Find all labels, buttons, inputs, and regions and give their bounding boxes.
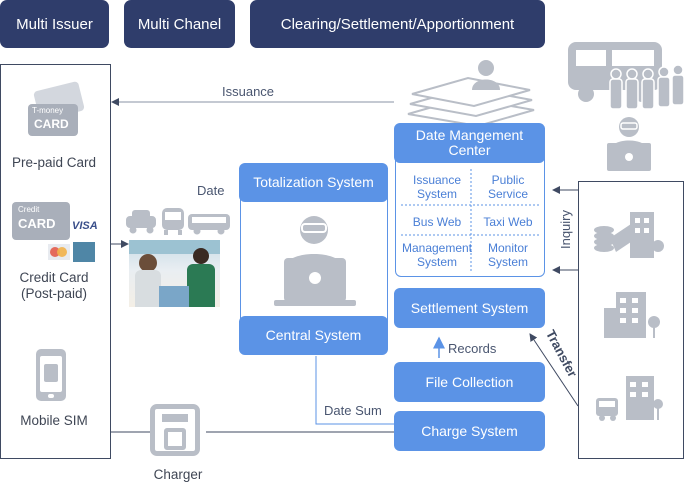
totalization-system-box[interactable]: Totalization System bbox=[239, 163, 388, 202]
credit-card-line2: CARD bbox=[18, 216, 56, 231]
bank-building-icon bbox=[594, 212, 664, 258]
date-sum-label: Date Sum bbox=[324, 403, 382, 418]
credit-card-line1: Credit bbox=[18, 205, 40, 214]
issuance-label: Issuance bbox=[222, 84, 275, 99]
mobile-sim-label: Mobile SIM bbox=[20, 413, 88, 428]
operator-laptop-icon bbox=[274, 216, 356, 306]
settlement-system-box[interactable]: Settlement System bbox=[394, 288, 545, 328]
charger-icon bbox=[150, 404, 206, 460]
transfer-arrow bbox=[529, 333, 579, 407]
vehicles-icon bbox=[126, 208, 230, 235]
date-management-center-title[interactable]: Date Mangement Center bbox=[394, 123, 545, 163]
charger-label: Charger bbox=[153, 467, 203, 482]
mobile-phone-icon bbox=[36, 349, 66, 401]
prepaid-card-line2: CARD bbox=[34, 117, 69, 131]
date-label: Date bbox=[197, 183, 225, 198]
bus-web-cell[interactable]: Bus Web bbox=[412, 215, 462, 229]
prepaid-card-icon: T-money CARD bbox=[22, 80, 86, 142]
bus-and-passengers-icon bbox=[568, 42, 685, 110]
charge-system-box[interactable]: Charge System bbox=[394, 411, 545, 451]
tab-multi-chanel[interactable]: Multi Chanel bbox=[124, 0, 235, 48]
center-grid-lines bbox=[401, 169, 539, 271]
merchant-photo bbox=[129, 240, 220, 307]
visa-logo: VISA bbox=[72, 220, 98, 232]
records-label: Records bbox=[448, 341, 497, 356]
inquiry-label: Inquiry bbox=[558, 209, 574, 250]
paper-stack-icon bbox=[407, 60, 535, 128]
bus-depot-icon bbox=[596, 376, 663, 421]
office-building-icon bbox=[604, 292, 660, 338]
amex-icon bbox=[73, 242, 95, 262]
tab-multi-issuer[interactable]: Multi Issuer bbox=[0, 0, 109, 48]
credit-card-label: Credit Card (Post-paid) bbox=[19, 270, 89, 301]
file-collection-box[interactable]: File Collection bbox=[394, 362, 545, 402]
taxi-web-cell[interactable]: Taxi Web bbox=[483, 215, 533, 229]
credit-card-icon: Credit CARD VISA bbox=[12, 202, 100, 264]
mastercard-icon bbox=[48, 244, 70, 260]
tab-clearing-settlement[interactable]: Clearing/Settlement/Apportionment bbox=[250, 0, 545, 48]
prepaid-card-line1: T-money bbox=[32, 106, 64, 115]
central-system-box[interactable]: Central System bbox=[239, 316, 388, 355]
date-sum-line bbox=[315, 356, 394, 425]
prepaid-card-label: Pre-paid Card bbox=[11, 155, 97, 170]
person-monitor-icon bbox=[607, 117, 651, 171]
